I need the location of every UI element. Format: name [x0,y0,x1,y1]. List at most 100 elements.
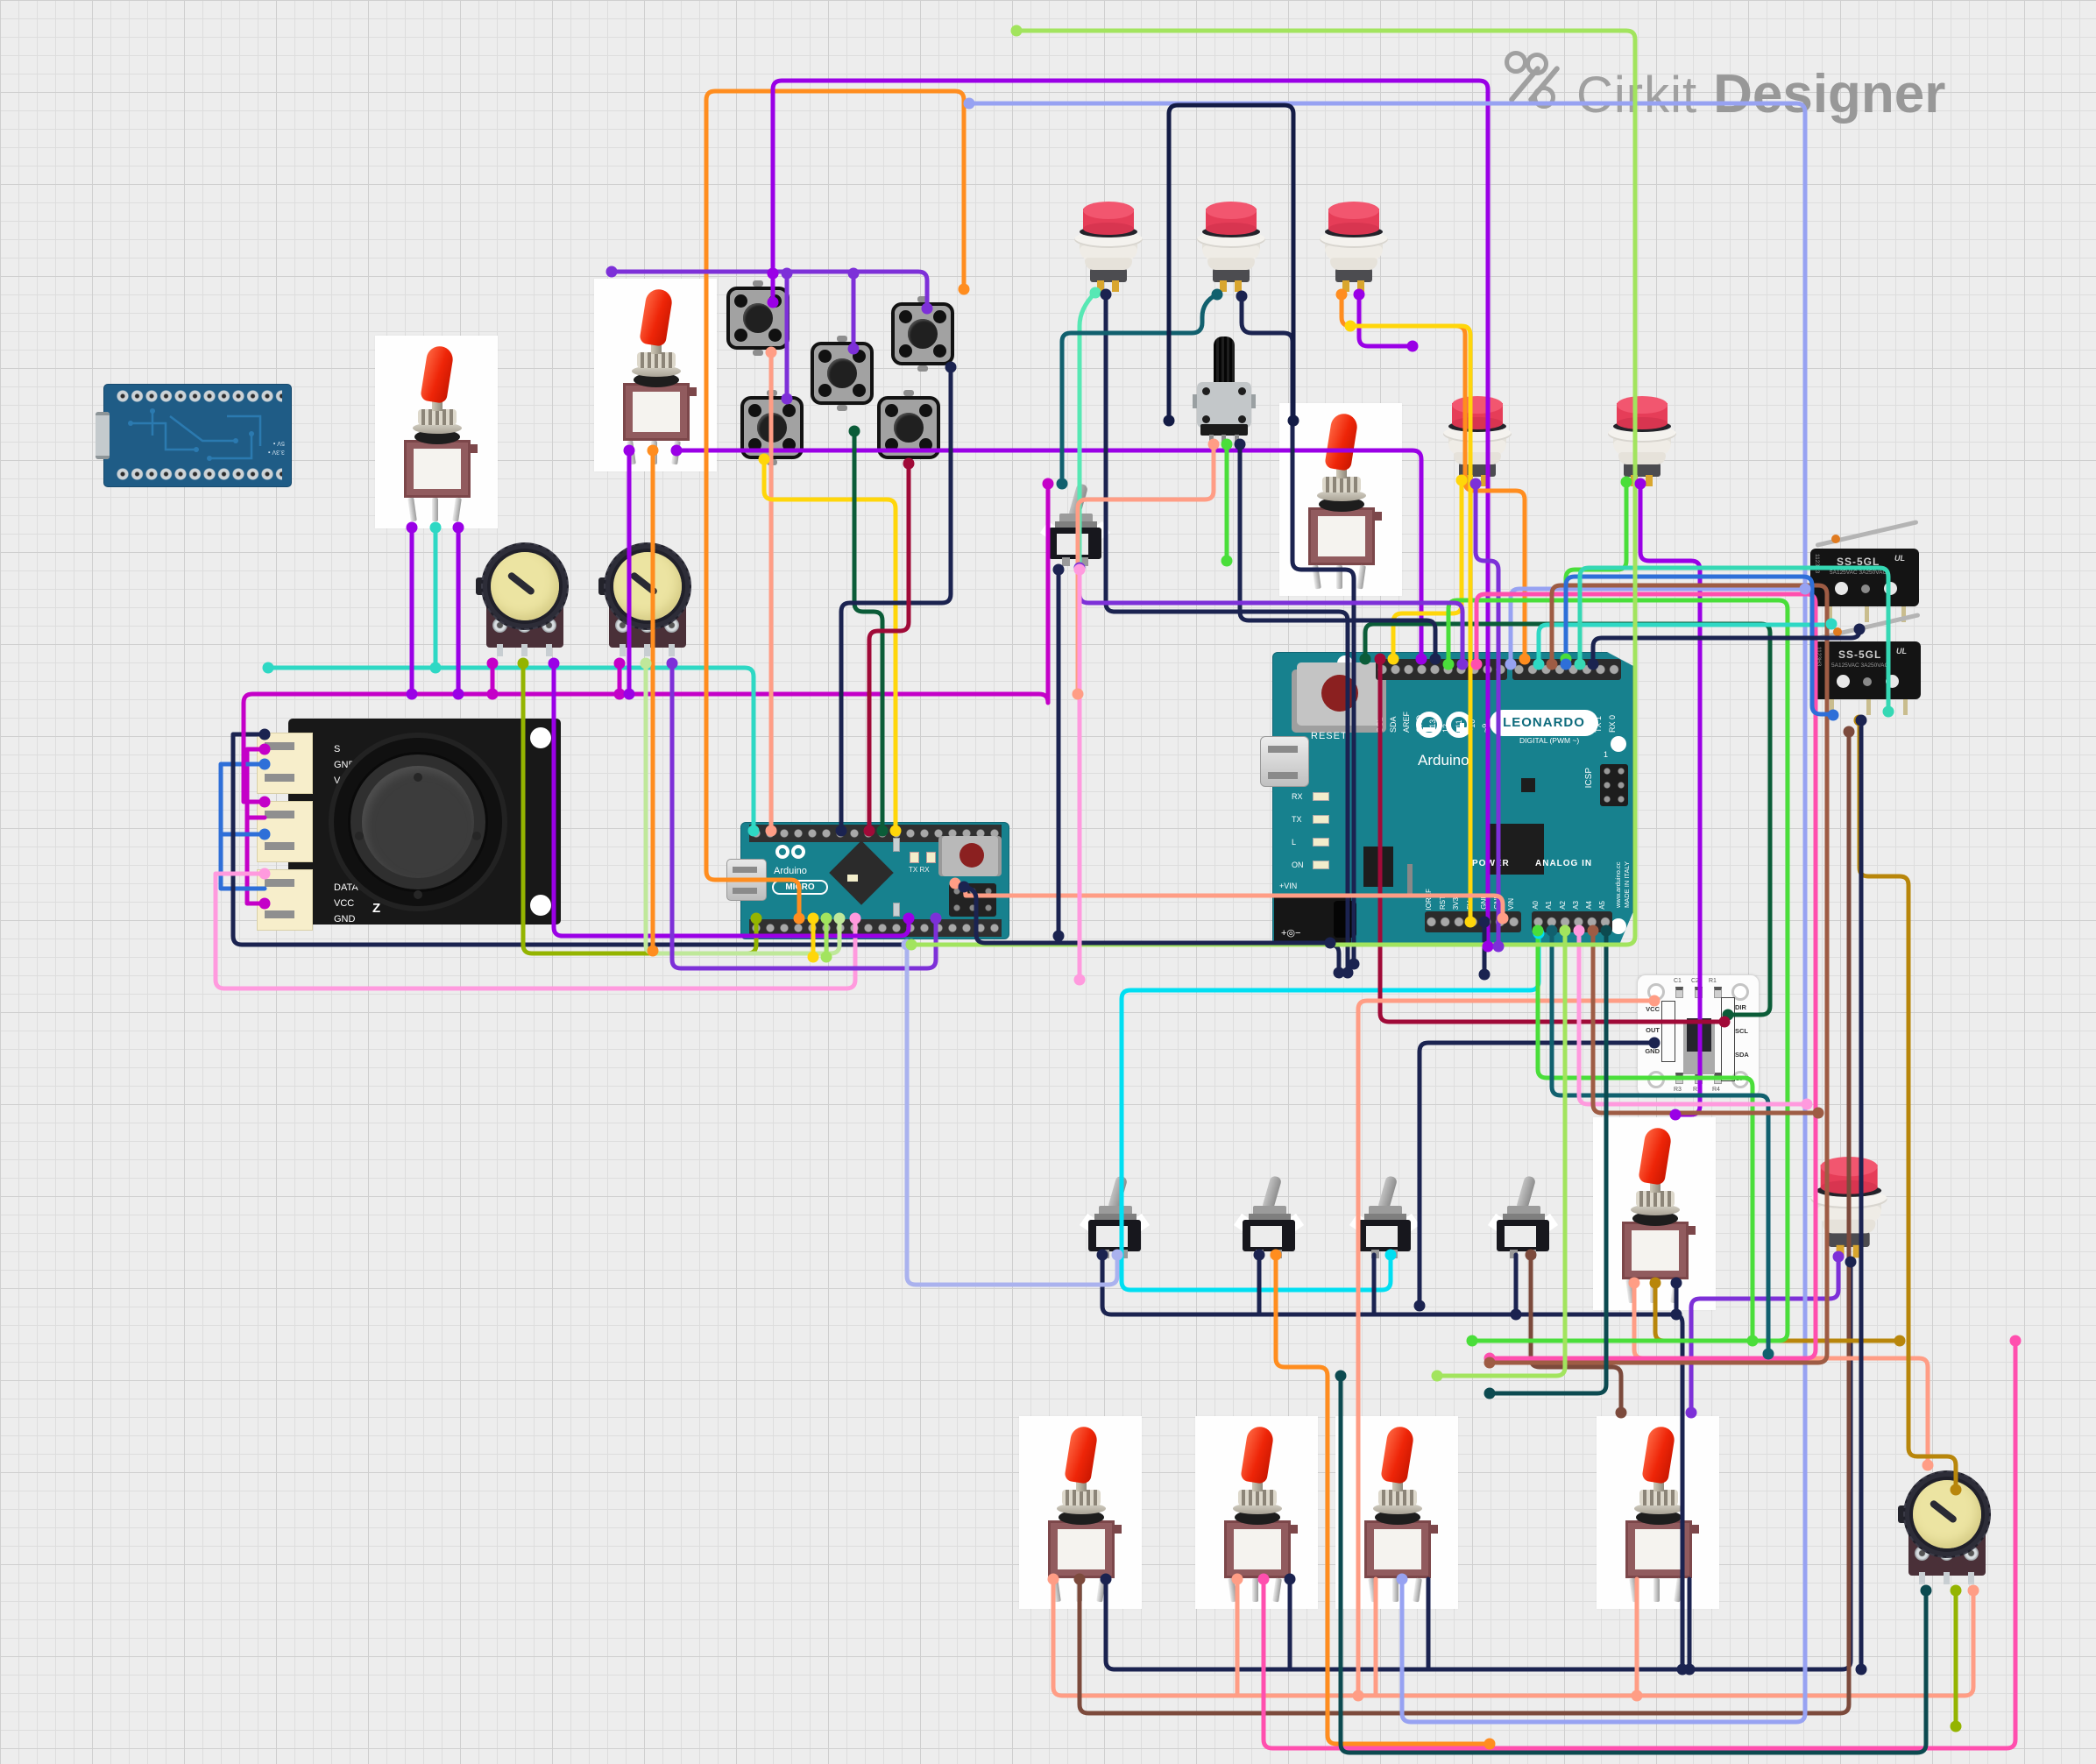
push-button-1[interactable] [1071,202,1146,293]
pin-label: DATA [334,882,358,893]
reset-button-cap [959,843,984,868]
potentiometer-2[interactable] [598,541,697,665]
button-cap-top [1328,202,1379,219]
wire[interactable] [1857,718,1958,1492]
tactile-pin [885,404,898,417]
wire[interactable] [1075,442,1216,697]
tactile-button-2[interactable] [811,336,874,411]
button-bezel [1822,1219,1876,1234]
wire[interactable] [867,461,911,833]
button-pin [1357,280,1364,292]
toggle-switch-8[interactable] [1597,1416,1719,1609]
wire-endpoint-dot [1746,1335,1759,1347]
potentiometer-3[interactable] [1898,1469,1996,1593]
wire-endpoint-dot [1413,1300,1426,1312]
wire[interactable] [1391,478,1464,662]
pin-label: SDA [1735,1051,1749,1059]
button-cap-top [1820,1157,1878,1177]
tactile-pin [818,350,832,363]
pin-label: 3V3 [1452,896,1461,910]
pin1-label: 1 [1604,750,1609,759]
wire[interactable] [1119,931,1541,1293]
limit-switch-lever [1815,520,1919,548]
tactile-button-3[interactable] [891,296,954,372]
toggle-switch-5[interactable] [1019,1416,1142,1609]
mini-toggle-5[interactable] [1487,1174,1559,1258]
push-button-5[interactable] [1604,396,1680,487]
tactile-nub [837,336,847,342]
mini-toggle-1[interactable] [1039,482,1111,566]
toggle-switch-6[interactable] [1195,1416,1318,1609]
pin-label: RST [1438,896,1447,910]
reset-button-cap [1321,675,1358,712]
tactile-pin [933,344,946,358]
mounting-hole [1647,1071,1665,1088]
mini-toggle-pin [1274,1250,1282,1258]
wire-endpoint-dot [406,688,418,700]
tactile-button-1[interactable] [726,280,790,356]
pin-label: A1 [1545,901,1554,910]
wire-endpoint-dot [1352,1690,1364,1702]
mini-toggle-2[interactable] [1079,1174,1151,1258]
pin-label: A2 [1558,901,1567,910]
toggle-switch-2[interactable] [594,279,717,471]
wire-endpoint-dot [1466,1335,1478,1347]
toggle-nut [1639,1490,1678,1505]
mini-toggle-4[interactable] [1349,1174,1420,1258]
toggle-label-face [1058,1529,1105,1569]
digital-header-2 [1512,659,1621,680]
pro-micro-pcb[interactable]: 3.3V ▪ 5V ▪ [96,384,292,487]
wire[interactable] [1356,292,1415,349]
button-base [1828,1231,1870,1248]
toggle-switch-3[interactable] [1279,403,1402,596]
wire-endpoint-dot [958,283,970,295]
toggle-label-face [1635,1529,1682,1569]
push-button-4[interactable] [1440,396,1515,487]
wire-endpoint-dot [1683,1663,1696,1675]
wire[interactable] [1487,928,1609,1396]
rx-label: RX [1292,792,1303,801]
wire[interactable] [761,457,898,833]
wire[interactable] [704,89,967,921]
wire-endpoint-dot [1221,555,1233,567]
wire[interactable] [1257,1252,1519,1317]
pin-label: SDA [1389,716,1398,733]
limit-switch-2[interactable]: SS-5GL 5A125VAC 3A250VAC UL 1123H3 [1812,613,1926,722]
toggle-switch-7[interactable] [1335,1416,1458,1609]
wire[interactable] [852,429,885,833]
wire[interactable] [1051,1576,1976,1698]
rotary-potentiometer[interactable] [1193,337,1256,445]
wire[interactable] [1563,479,1629,662]
arduino-micro[interactable]: Arduino MICRO TX RX [726,822,1009,939]
push-button-3[interactable] [1316,202,1391,293]
push-button-6[interactable] [1807,1157,1891,1258]
mounting-hole [1647,983,1665,1001]
wire[interactable] [1059,292,1220,486]
wire[interactable] [1077,565,1465,667]
tactile-button-5[interactable] [877,390,940,465]
brand-text: Arduino [1418,752,1469,769]
tactile-cap [908,319,938,349]
date-code: 1123H3 [1814,554,1820,574]
tactile-nub [917,365,928,372]
wire-endpoint-dot [1950,1720,1962,1732]
toggle-switch-4[interactable] [1593,1117,1716,1310]
potentiometer-1[interactable] [476,541,574,665]
wire-endpoint-dot [262,662,274,674]
mini-toggle-pin [1080,557,1088,566]
toggle-tab [1688,1226,1696,1235]
wire[interactable] [1434,928,1568,1378]
push-button-2[interactable] [1193,202,1269,293]
mini-toggle-3[interactable] [1233,1174,1305,1258]
model-label: SS-5GL [1837,556,1880,568]
pin-label: A3 [1571,901,1580,910]
pot-leg [1919,1572,1925,1584]
tactile-button-4[interactable] [740,390,804,465]
button-bezel [1207,258,1255,270]
toggle-switch-1[interactable] [375,336,498,528]
wire-endpoint-dot [1010,25,1023,37]
